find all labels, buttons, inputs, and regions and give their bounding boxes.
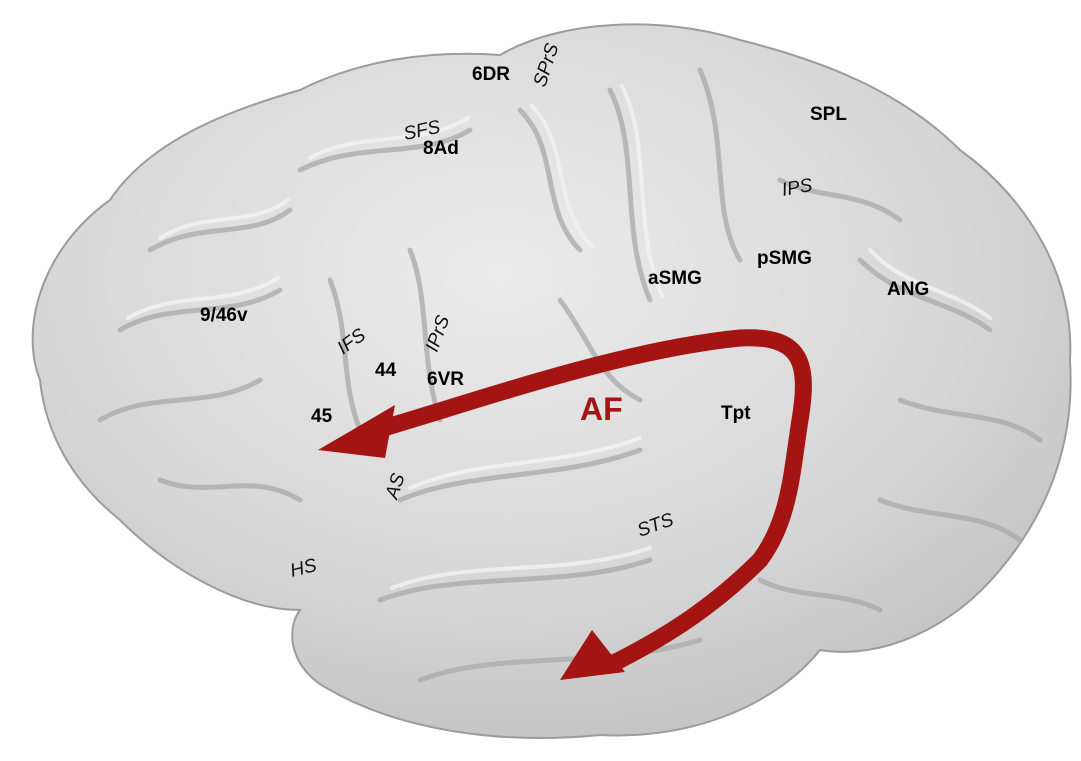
label-44: 44 (375, 360, 397, 381)
label-6dr: 6DR (472, 64, 510, 85)
label-tpt: Tpt (721, 403, 751, 424)
arrowhead-temporal (560, 630, 625, 680)
arcuate-fasciculus-tract (318, 329, 812, 680)
label-psmg: pSMG (757, 248, 812, 269)
label-45: 45 (311, 406, 333, 427)
label-946v: 9/46v (200, 305, 248, 326)
arrowhead-frontal (318, 405, 395, 458)
label-8ad: 8Ad (423, 138, 459, 159)
label-6vr: 6VR (427, 369, 464, 390)
label-ang: ANG (887, 279, 929, 300)
gyri-folds (97, 67, 1043, 683)
label-spl: SPL (810, 104, 847, 125)
label-af: AF (580, 391, 623, 427)
label-asmg: aSMG (648, 268, 702, 289)
